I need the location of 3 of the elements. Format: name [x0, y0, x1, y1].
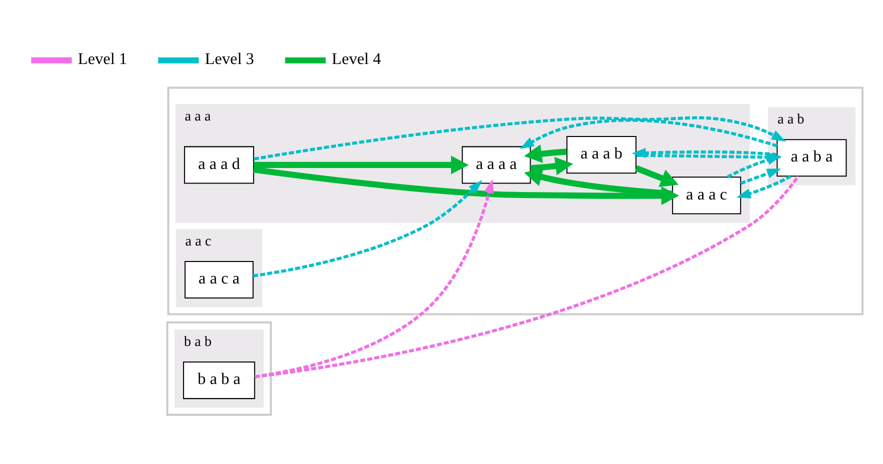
- legend-label: Level 1: [78, 50, 128, 68]
- legend-label: Level 3: [204, 50, 254, 68]
- legend-label: Level 4: [332, 50, 381, 68]
